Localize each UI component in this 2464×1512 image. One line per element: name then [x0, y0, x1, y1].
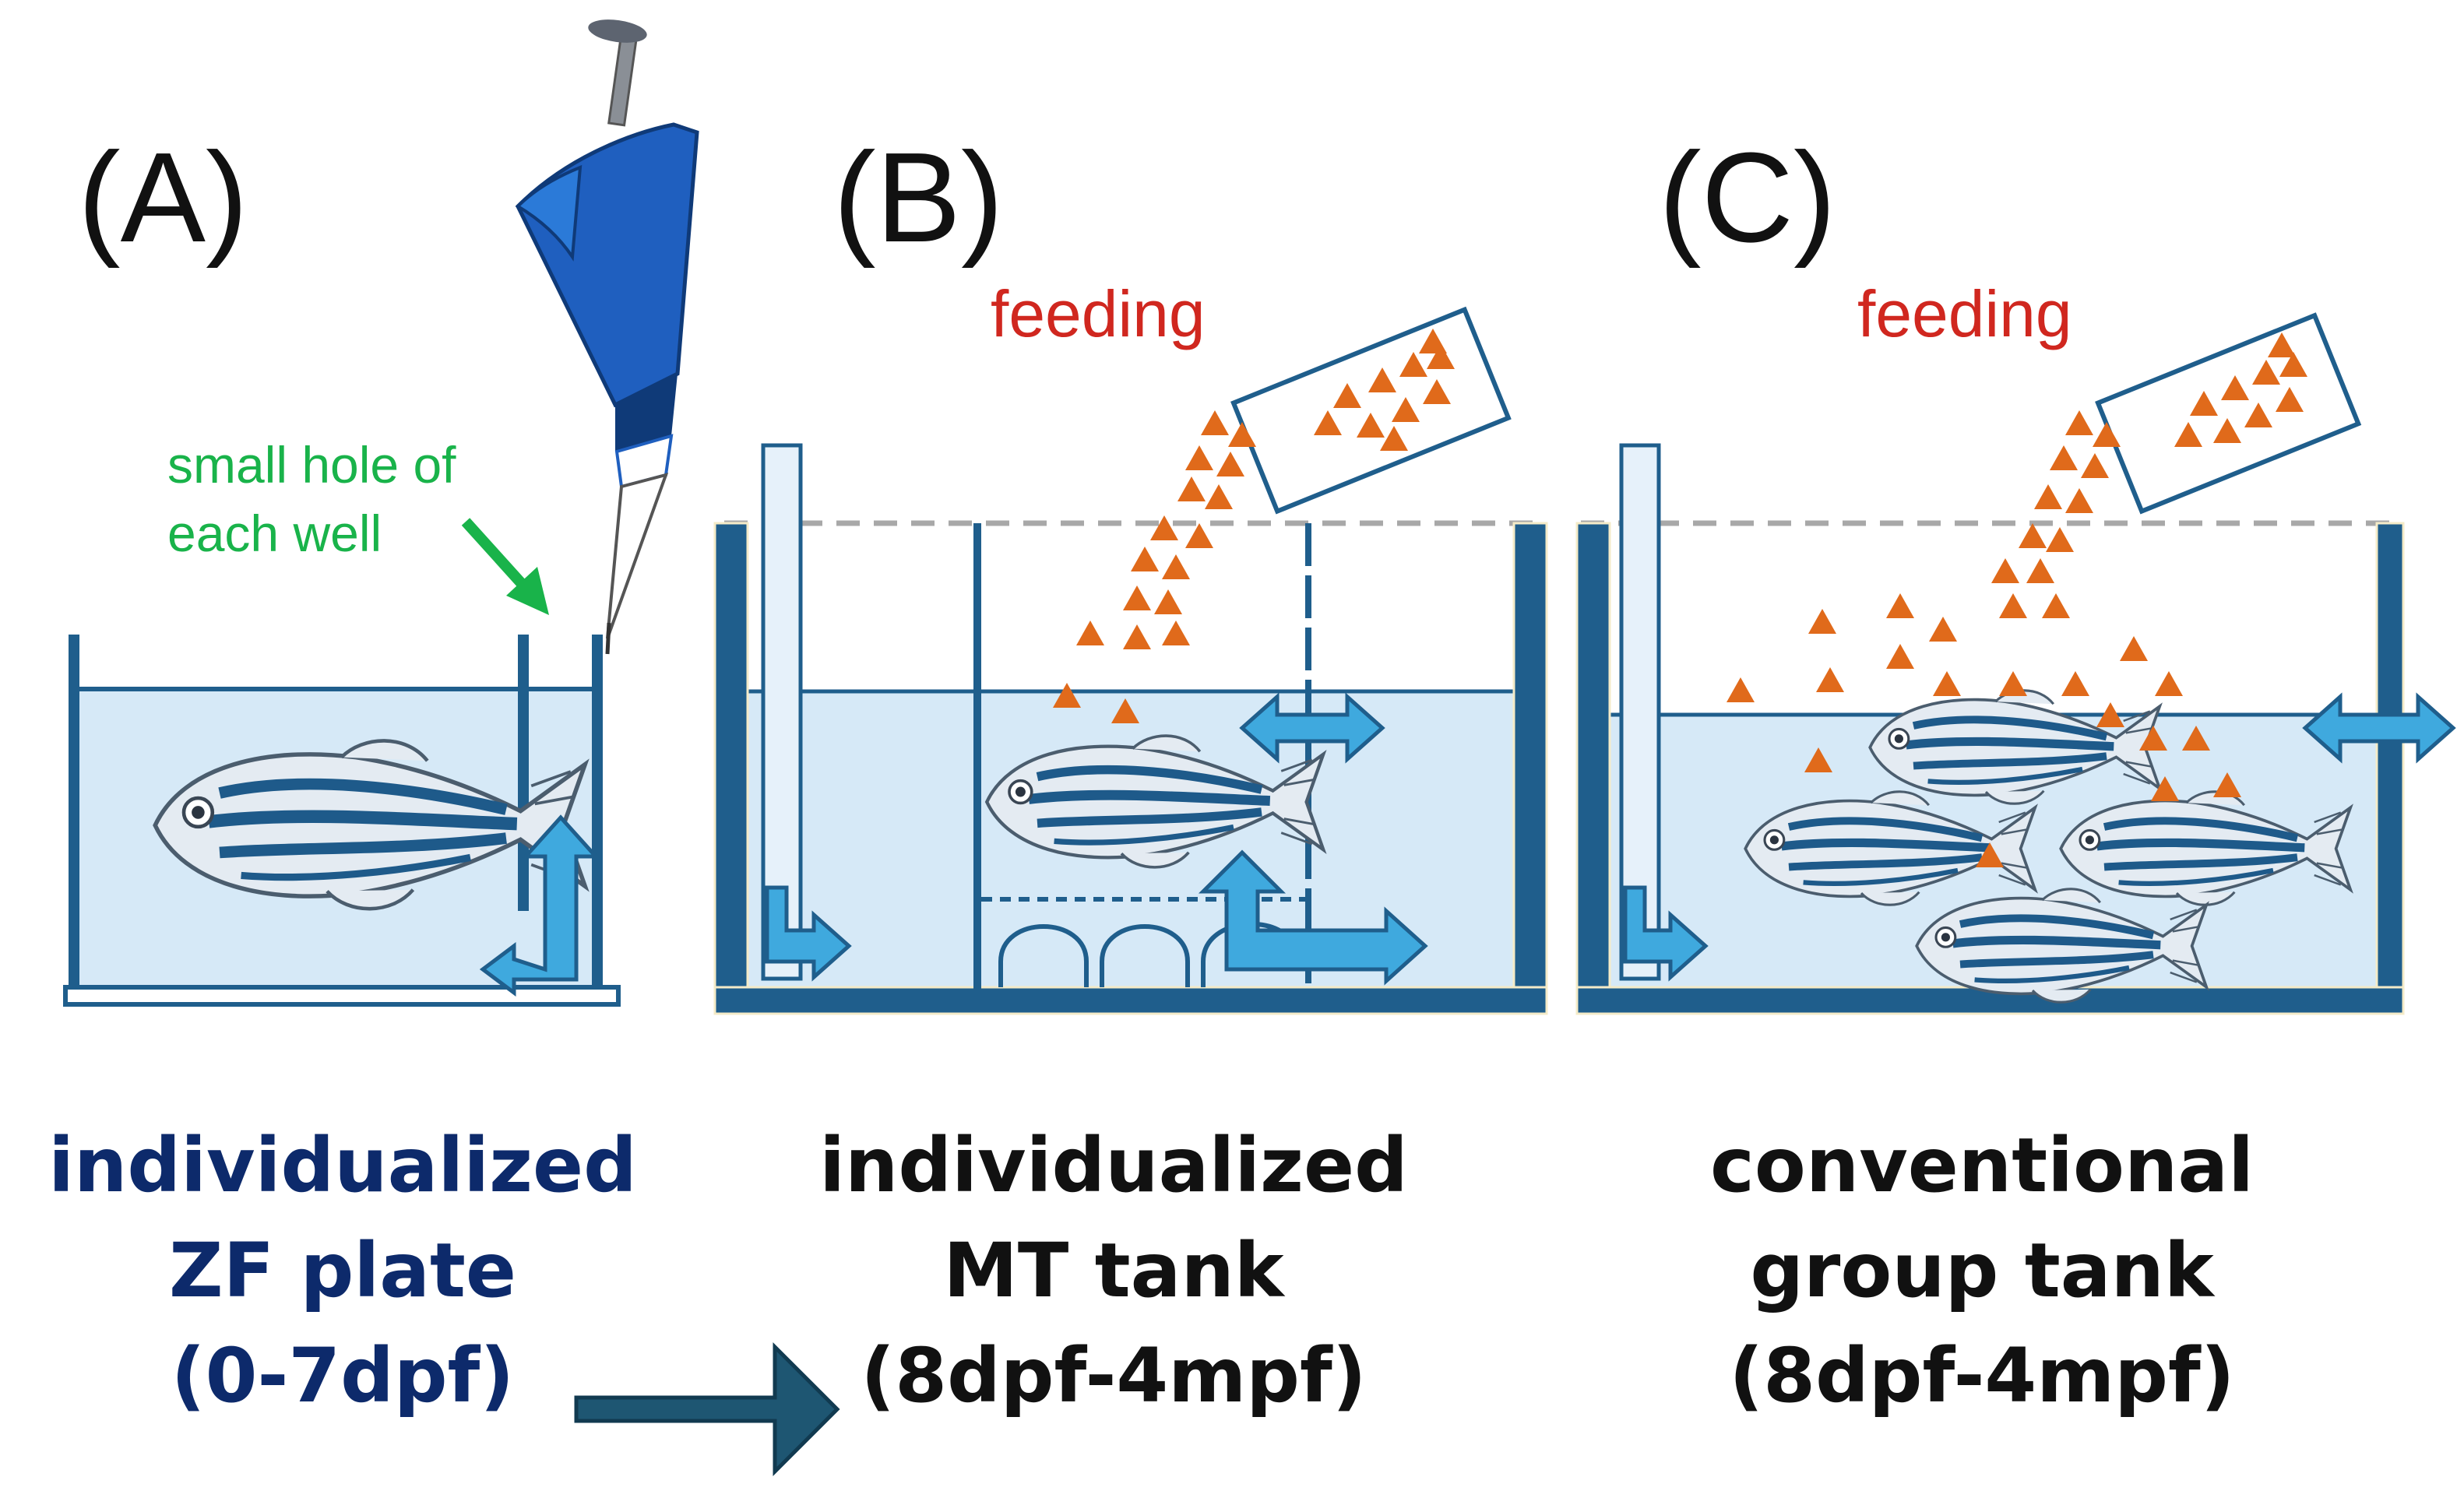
panel-b-label: (B) — [833, 126, 1004, 269]
feeding-label-c: feeding — [1857, 277, 2072, 350]
flow-arrows-b — [765, 692, 1428, 986]
feeding-label-b: feeding — [991, 277, 1206, 350]
caption-c-line3: (8dpf-4mpf) — [1729, 1332, 2234, 1419]
green-pointer-arrow-icon — [461, 518, 549, 615]
food-container-c — [2095, 312, 2362, 515]
exchange-arrow-icon — [2302, 692, 2456, 764]
caption-c-line1: conventional — [1710, 1122, 2254, 1209]
flow-arrow-icon — [479, 814, 600, 997]
progression-arrow-icon — [574, 1341, 840, 1477]
panel-c: (C) feeding — [1575, 126, 2456, 1015]
caption-a-line1: individualized — [48, 1122, 637, 1209]
panel-c-label: (C) — [1659, 126, 1836, 269]
hole-note-line1: small hole of — [167, 436, 456, 494]
flow-arrows-c — [1623, 692, 2456, 982]
inlet-arrow-icon — [765, 885, 852, 982]
caption-b: individualized MT tank (8dpf-4mpf) — [819, 1122, 1408, 1419]
caption-a-line3: (0-7dpf) — [171, 1332, 514, 1419]
caption-c-line2: group tank — [1750, 1227, 2216, 1314]
mt-tank — [713, 443, 1548, 1015]
food-container-b — [1230, 306, 1512, 515]
panel-b: (B) feeding — [713, 126, 1548, 1015]
caption-b-line3: (8dpf-4mpf) — [861, 1332, 1366, 1419]
inlet-arrow-icon — [1623, 885, 1709, 982]
exchange-arrow-icon — [1239, 692, 1385, 764]
panel-a: (A) small hole of each well — [63, 19, 699, 1007]
caption-b-line1: individualized — [819, 1122, 1408, 1209]
caption-b-line2: MT tank — [943, 1227, 1285, 1314]
hole-note-line2: each well — [167, 505, 382, 562]
caption-c: conventional group tank (8dpf-4mpf) — [1710, 1122, 2254, 1419]
outflow-arrow-icon — [1198, 849, 1428, 986]
caption-a-line2: ZF plate — [169, 1227, 516, 1314]
pipette-icon — [515, 19, 699, 655]
panel-a-label: (A) — [78, 126, 248, 269]
caption-a: individualized ZF plate (0-7dpf) — [48, 1122, 637, 1419]
